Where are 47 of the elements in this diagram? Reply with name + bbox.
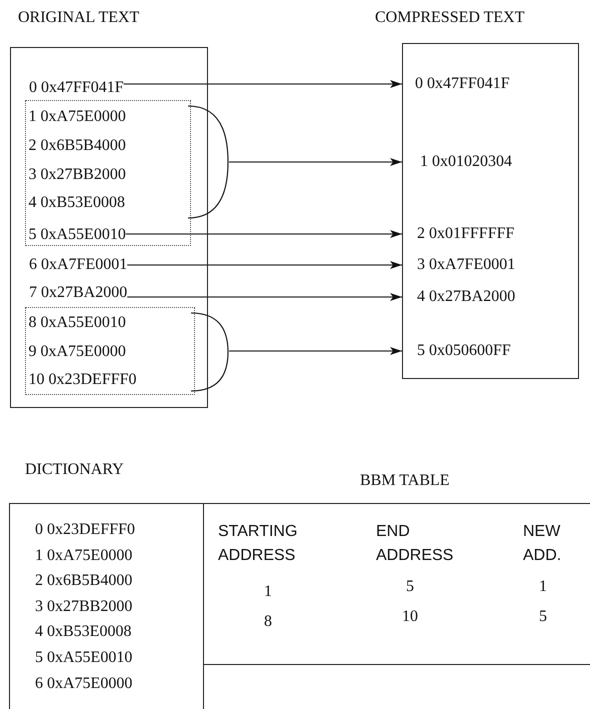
memory-word: 4 0x27BA2000 [402, 286, 516, 308]
memory-word: 2 0x01FFFFFF [402, 223, 514, 245]
memory-word: 10 0x23DEFFF0 [26, 368, 137, 390]
table-value: 10 [401, 607, 419, 627]
arrow [124, 80, 402, 88]
memory-word: 5 0xA55E0010 [26, 224, 126, 246]
dictionary-entry: 0 0x23DEFFF0 [35, 520, 136, 540]
arrow [127, 261, 402, 269]
memory-word: 9 0xA75E0000 [26, 340, 126, 362]
arrow [229, 158, 402, 166]
section-heading: BBM TABLE [360, 471, 450, 491]
column-header: END ADDRESS [376, 522, 454, 566]
arrow [126, 230, 402, 238]
dictionary-entry: 3 0x27BB2000 [35, 596, 134, 617]
dictionary-entry: 5 0xA55E0010 [35, 648, 134, 668]
dotted-group-outline [25, 100, 191, 246]
table-value: 8 [263, 612, 273, 632]
table-value: 1 [263, 582, 273, 602]
memory-word: 0 0x47FF041F [402, 73, 510, 95]
section-heading: ORIGINAL TEXT [18, 8, 140, 28]
memory-word: 0 0x47FF041F [25, 77, 124, 99]
memory-word: 8 0xA55E0010 [26, 312, 126, 334]
memory-word: 5 0x050600FF [402, 340, 511, 362]
dictionary-entry: 2 0x6B5B4000 [35, 571, 134, 592]
memory-word: 3 0xA7FE0001 [402, 254, 516, 276]
column-header: STARTING ADDRESS [218, 522, 298, 566]
memory-word: 3 0x27BB2000 [26, 164, 126, 186]
table-value: 1 [538, 577, 548, 597]
memory-word: 2 0x6B5B4000 [26, 134, 126, 156]
column-header: NEW ADD. [523, 522, 562, 566]
section-heading: DICTIONARY [25, 460, 124, 480]
memory-word: 1 0x01020304 [402, 151, 512, 173]
arrow [229, 347, 402, 355]
curved-bracket [187, 105, 229, 219]
section-heading: COMPRESSED TEXT [375, 8, 525, 28]
memory-word: 1 0xA75E0000 [26, 106, 126, 128]
dictionary-entry: 4 0xB53E0008 [35, 622, 132, 642]
memory-word: 4 0xB53E0008 [26, 192, 125, 214]
arrow [127, 293, 402, 301]
curved-bracket [190, 312, 229, 392]
memory-word: 6 0xA7FE0001 [25, 254, 128, 276]
dotted-group-outline [25, 307, 195, 395]
dictionary-entry: 6 0xA75E0000 [35, 674, 134, 694]
dictionary-entry: 1 0xA75E0000 [35, 546, 134, 566]
table-value: 5 [405, 577, 415, 597]
table-value: 5 [538, 607, 548, 627]
memory-word: 7 0x27BA2000 [25, 282, 128, 304]
